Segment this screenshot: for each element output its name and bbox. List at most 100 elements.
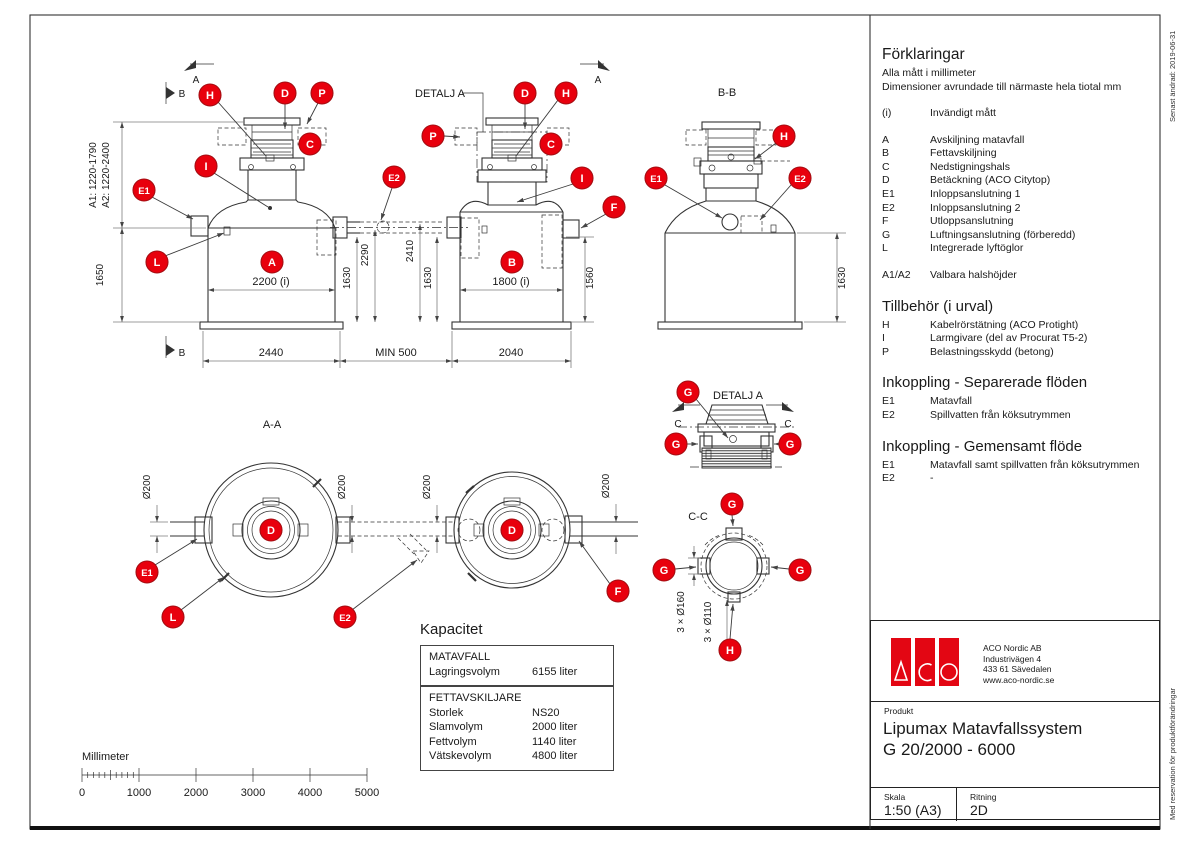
svg-text:G: G [796,565,805,577]
section-label: A [595,75,602,86]
reservation-note: Med reservation för produktförändringar [1168,687,1177,820]
drawing-type-cell: Ritning 2D [956,788,1161,821]
view-title-bb: B-B [718,87,736,99]
scale-bar: Millimeter 0 1000 2000 3000 4000 5000 [79,751,379,799]
marker-p: P [310,81,334,105]
scale-bar-minor-ticks [87,770,134,780]
plan-view-aa: A-A [170,419,638,598]
dim-d160: 3 × Ø160 [676,591,687,633]
elevation-bb: B-B [657,87,803,330]
last-changed-note: Senast ändrad: 2019-06-31 [1168,30,1177,122]
capacity-section-header: MATAVFALL [429,651,491,663]
svg-text:C: C [306,139,314,151]
company-website: www.aco-nordic.se [983,674,1055,685]
svg-text:F: F [615,586,622,598]
scale-tick-label: 3000 [241,787,265,799]
marker-p: P [421,124,445,148]
title-block: ACO Nordic AB Industrivägen 4 433 61 Säv… [870,620,1161,821]
dim-d110: 3 × Ø110 [703,601,714,642]
svg-text:P: P [429,131,436,143]
interconnect-pipe [330,216,468,239]
dim-min500: MIN 500 [375,347,417,359]
legend-title: Förklaringar [882,46,965,63]
section-label: A [193,75,200,86]
marker-g: G [652,558,676,582]
section-arrows: A A B B [165,60,610,359]
svg-text:H: H [206,90,214,102]
elevation-tank-a [190,117,344,330]
elevation-tank-b: DETALJ A [415,88,580,330]
marker-d: D [259,518,283,542]
marker-i: I [570,166,594,190]
section-label: B [179,348,186,359]
marker-g: G [788,558,812,582]
dim-2290: 2290 [360,243,371,266]
dim-d200: Ø200 [142,474,153,499]
svg-text:L: L [170,612,177,624]
svg-text:L: L [154,257,161,269]
dim-2440: 2440 [259,347,283,359]
legend-note: Dimensioner avrundade till närmaste hela… [882,80,1122,93]
leader-lines [151,99,792,640]
marker-e2: E2 [333,605,357,629]
aco-logo [891,638,959,686]
marker-g: G [778,432,802,456]
scale-tick-label: 0 [79,787,85,799]
marker-d: D [513,81,537,105]
marker-e1: E1 [135,560,159,584]
svg-text:D: D [521,88,529,100]
company-address: ACO Nordic AB Industrivägen 4 433 61 Säv… [983,643,1054,685]
scale-tick-label: 2000 [184,787,208,799]
marker-a: A [260,250,284,274]
marker-h: H [554,81,578,105]
legend-panel: Förklaringar Alla mått i millimeter Dime… [882,46,1154,486]
section-cc-view: C-C [688,511,770,603]
capacity-title: Kapacitet [420,621,483,638]
view-title-cc: C-C [688,511,708,523]
scale-label: Skala [884,792,906,802]
svg-text:B: B [508,257,516,269]
dim-1800: 1800 (i) [492,276,529,288]
scale-tick-label: 4000 [298,787,322,799]
scale-cell: Skala 1:50 (A3) [871,788,956,821]
svg-text:H: H [562,88,570,100]
dim-a2: A2: 1220-2400 [101,142,112,208]
product-name: Lipumax Matavfallssystem G 20/2000 - 600… [883,719,1083,759]
marker-e1: E1 [132,178,156,202]
svg-text:E1: E1 [650,174,662,185]
svg-text:D: D [267,525,275,537]
marker-g: G [720,492,744,516]
capacity-section-header: FETTAVSKILJARE [429,692,522,704]
svg-text:G: G [786,439,795,451]
svg-text:P: P [318,88,325,100]
marker-e2: E2 [788,166,812,190]
marker-l: L [161,605,185,629]
svg-text:E1: E1 [138,186,150,197]
dimensions: A1: 1220-1790 A2: 1220-2400 1650 2200 (i… [88,121,848,642]
svg-text:A: A [268,257,276,269]
marker-c: C [539,132,563,156]
drawing-type-label: Ritning [970,792,997,802]
connection-separate-title: Inkoppling - Separerade flöden [882,374,1088,392]
view-title-aa: A-A [263,419,282,431]
svg-text:H: H [780,131,788,143]
callout-markers: H D P C I E1 L A E2 D H P C I F B H E1 E… [132,81,812,662]
scale-bar-title: Millimeter [82,751,129,763]
marker-h: H [198,83,222,107]
dim-2200: 2200 (i) [252,276,289,288]
svg-text:H: H [726,645,734,657]
dim-1630: 1630 [342,266,353,289]
